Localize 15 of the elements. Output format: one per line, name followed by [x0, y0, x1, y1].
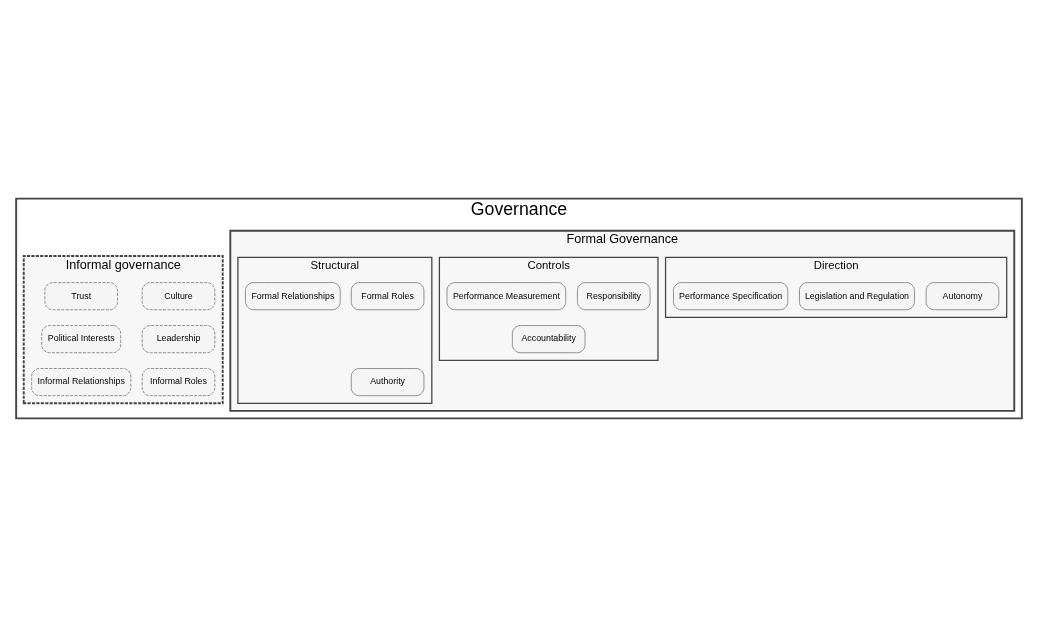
node-box: Informal Roles — [141, 368, 216, 396]
node-box: Formal Relationships — [245, 282, 341, 311]
node-box: Performance Specification — [673, 282, 789, 311]
node-box: Responsibility — [577, 282, 651, 311]
node-box: Political Interests — [41, 325, 121, 354]
node-box: Leadership — [141, 325, 216, 354]
node-box: Performance Measurement — [446, 282, 567, 311]
node-box: Culture — [141, 282, 216, 311]
node-box: Informal Relationships — [31, 368, 132, 396]
node-box: Accountability — [512, 325, 586, 354]
node-box: Trust — [44, 282, 118, 311]
node-box: Formal Roles — [350, 282, 425, 311]
node-box: Legislation and Regulation — [799, 282, 915, 311]
node-box: Authority — [350, 368, 425, 396]
node-box: Autonomy — [925, 282, 1000, 311]
